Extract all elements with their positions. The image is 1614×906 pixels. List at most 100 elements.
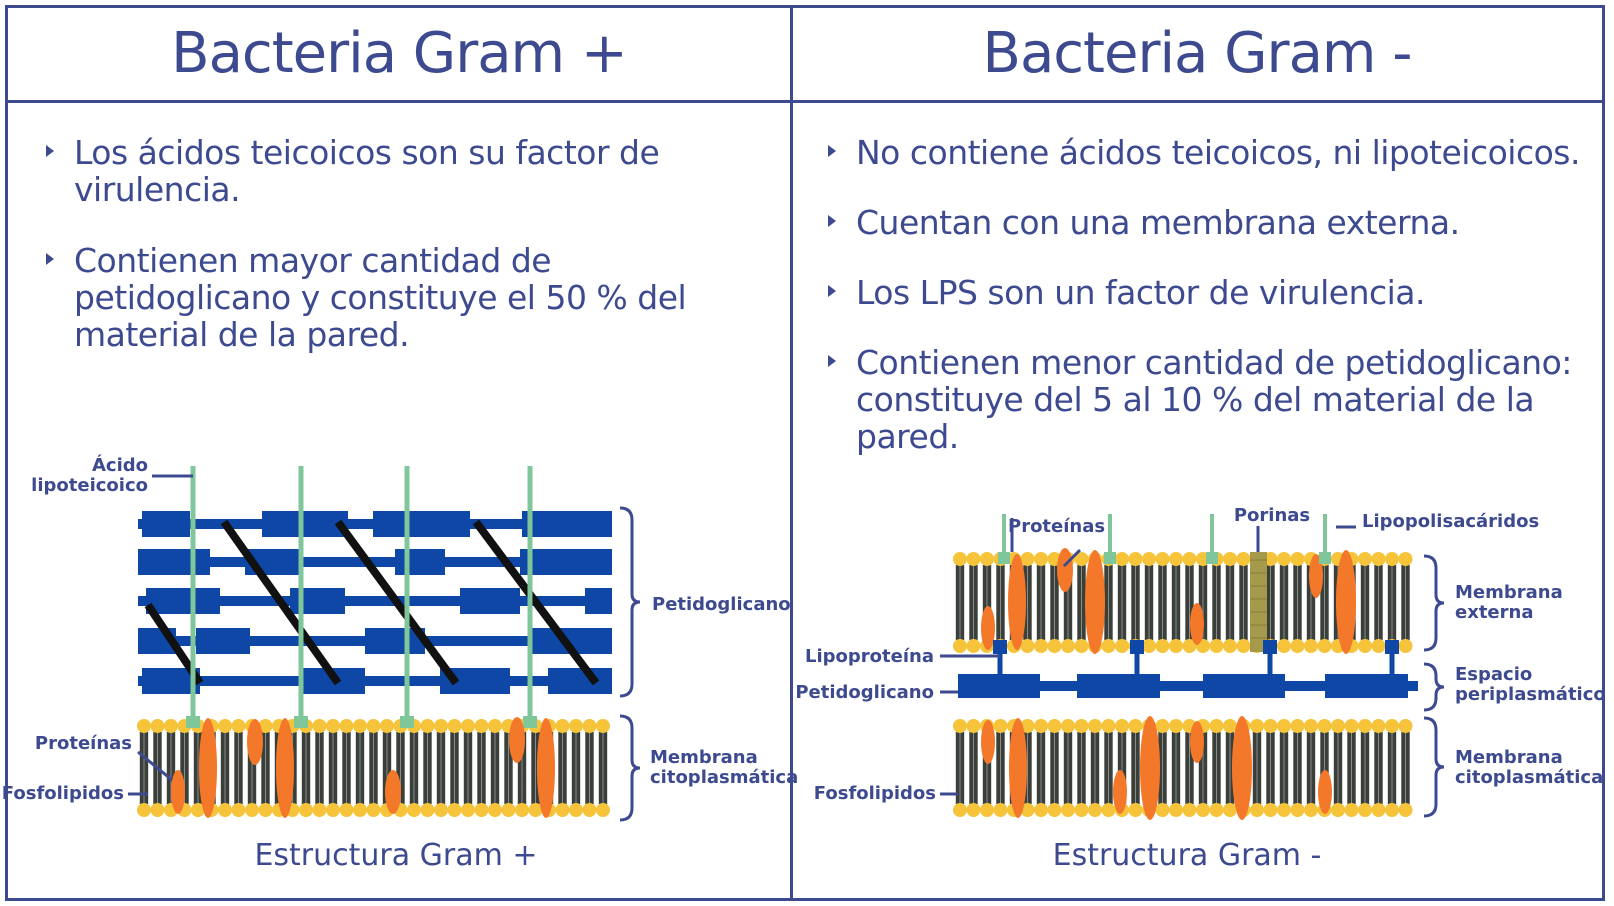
lipid-head [1250, 719, 1264, 733]
lipid-head [461, 803, 475, 817]
lipid-head [980, 552, 994, 566]
leader-line [137, 750, 173, 782]
lipid-head [1263, 719, 1278, 733]
gram-negative-structure [940, 514, 1445, 820]
label-peptidoglycan-neg: Petidoglicano [795, 682, 934, 703]
lipid-head [1034, 639, 1048, 653]
bullet-text: Contienen menor cantidad de petidoglican… [856, 343, 1572, 456]
lipid-head [528, 803, 543, 817]
peptidoglycan-strand [958, 681, 1418, 691]
lipid-head [1088, 719, 1102, 733]
lipid-head [1074, 719, 1089, 733]
membrane-protein [1009, 718, 1027, 818]
bracket [1423, 554, 1445, 652]
lipid-head [1277, 552, 1291, 566]
peptidoglycan-block [460, 588, 520, 614]
lipoprotein [993, 640, 1007, 654]
lipid-head [1020, 719, 1035, 733]
lipid-head [1182, 803, 1197, 817]
bracket [619, 506, 641, 698]
lipid-head [1277, 803, 1291, 817]
bullet-arrow-icon [828, 145, 836, 157]
label-lipoprotein: Lipoproteína [805, 646, 934, 667]
lipoprotein [1385, 640, 1399, 654]
lipid-head [980, 803, 994, 817]
lipid-head [993, 803, 1008, 817]
label-lps: Lipopolisacáridos [1362, 511, 1539, 532]
peptidoglycan-block [196, 628, 250, 654]
header-gram-negative: Bacteria Gram - [982, 21, 1413, 86]
peptidoglycan-block [373, 511, 470, 537]
peptidoglycan-block [520, 549, 612, 575]
peptidoglycan-block [1077, 674, 1160, 698]
lipid-head [339, 719, 354, 733]
lipid-head [258, 719, 273, 733]
leader-line [1062, 548, 1082, 568]
lipid-head [474, 803, 489, 817]
bullet-arrow-icon [828, 355, 836, 367]
lipid-head [1047, 719, 1062, 733]
label-proteins-neg: Proteínas [1008, 516, 1105, 537]
lipid-head [488, 719, 502, 733]
bullet-text: Los LPS son un factor de virulencia. [856, 273, 1426, 312]
lipid-head [515, 803, 529, 817]
peptidoglycan-block [146, 588, 220, 614]
lipid-head [1304, 719, 1318, 733]
lipid-head [1061, 719, 1075, 733]
lipid-head [1331, 719, 1345, 733]
lipid-head [1385, 552, 1399, 566]
lipid-head [150, 719, 165, 733]
membrane-protein [1113, 770, 1127, 814]
porin-channel [1250, 552, 1267, 652]
lipid-head [501, 803, 516, 817]
peptidoglycan-block [138, 549, 210, 575]
membrane-protein [1309, 554, 1323, 598]
peptidoglycan-block [958, 674, 1040, 698]
lipid-head [380, 719, 394, 733]
peptidoglycan-block [548, 668, 612, 694]
comparison-frame [5, 5, 1605, 901]
teichoic-anchor [294, 716, 308, 728]
label-teichoic-acid: Ácido [92, 454, 148, 476]
bullet-item: No contiene ácidos teicoicos, ni lipotei… [826, 134, 1596, 171]
label-periplasmic-space: Espacio [1455, 664, 1532, 685]
lipid-head [1358, 719, 1372, 733]
lipoprotein-link [1267, 648, 1273, 676]
lipid-head [1155, 719, 1170, 733]
membrane-protein [1190, 721, 1204, 763]
lipid-head [1182, 552, 1197, 566]
lipid-head [1385, 803, 1399, 817]
lipid-head [1290, 803, 1305, 817]
lipid-head [461, 719, 475, 733]
peptidoglycan-strand [138, 557, 612, 567]
bullet-arrow-icon [46, 253, 54, 265]
lipid-head [1142, 552, 1156, 566]
label-membrane-pos-line2: citoplasmática [650, 767, 798, 788]
lipid-head [1277, 639, 1291, 653]
membrane-protein [1085, 550, 1105, 654]
lipid-head [312, 719, 327, 733]
label-outer-membrane-line2: externa [1455, 602, 1533, 623]
lipid-head [1398, 803, 1413, 817]
lipid-head [596, 803, 610, 817]
lipid-head [339, 803, 354, 817]
membrane-protein [171, 770, 185, 814]
lps-anchor [1104, 552, 1116, 564]
teichoic-anchor [186, 716, 200, 728]
lipid-head [1034, 803, 1048, 817]
bullet-item: Los LPS son un factor de virulencia. [826, 274, 1596, 311]
lipid-head [1115, 719, 1129, 733]
membrane-protein [1232, 716, 1252, 820]
bullet-item: Contienen menor cantidad de petidoglican… [826, 344, 1596, 455]
lipid-head [1074, 639, 1089, 653]
lipid-head [1304, 803, 1318, 817]
membrane-protein [981, 720, 995, 764]
lipid-head [1371, 719, 1386, 733]
lipid-head [420, 803, 435, 817]
peptidoglycan-block [522, 511, 612, 537]
lipid-head [953, 552, 967, 566]
lipid-head [1034, 719, 1048, 733]
lipid-head [1101, 719, 1116, 733]
lipid-head [1034, 552, 1048, 566]
